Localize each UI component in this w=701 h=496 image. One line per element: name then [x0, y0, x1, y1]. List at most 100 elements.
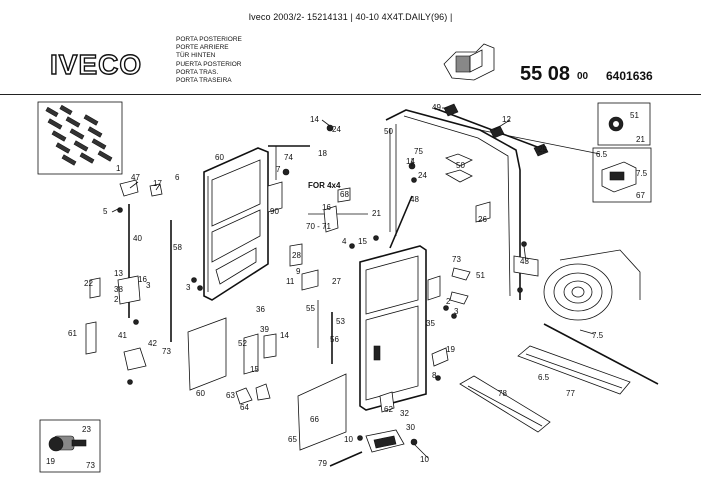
callout-90: 90 [270, 207, 279, 216]
inset-callout: 21 [636, 135, 645, 144]
callout-10: 10 [344, 435, 353, 444]
callout-43: 43 [520, 257, 529, 266]
callout-36: 36 [256, 305, 265, 314]
callout-50: 50 [384, 127, 393, 136]
callout-55: 55 [306, 304, 315, 313]
subgroup-number: 00 [577, 71, 589, 82]
part-description-list: PORTA POSTERIORE PORTE ARRIERE TÜR HINTE… [176, 36, 242, 85]
trim-panels [187, 317, 405, 453]
callout-51: 51 [476, 271, 485, 280]
callout-49: 49 [432, 103, 441, 112]
callout-77: 7.5 [592, 331, 604, 340]
inset-callout: 1 [116, 164, 121, 173]
callout-21: 21 [372, 209, 381, 218]
callout-32: 73 [452, 255, 461, 264]
callout-19: 19 [446, 345, 455, 354]
inset-callout: 19 [46, 457, 55, 466]
callout-13: 13 [114, 269, 123, 278]
callout-3c: 3 [454, 307, 459, 316]
drawing-part-number: 6401636 [606, 69, 653, 83]
callout-62: 10 [420, 455, 429, 464]
callout-30: 62 [384, 405, 393, 414]
callout-80: 78 [498, 389, 507, 398]
leader-lines [111, 107, 595, 459]
callout-27: 27 [332, 277, 341, 286]
inset-hinge-pin: 51 21 [597, 102, 651, 146]
callout-24: 24 [332, 125, 341, 134]
callout-66: 66 [310, 415, 319, 424]
callout-labels: 47 5 17 6 40 58 60 74 14 24 18 7 90 FOR … [68, 103, 604, 468]
callout-70-71: 70 - 71 [306, 222, 331, 231]
callout-52: 52 [238, 339, 247, 348]
left-door-inner-frame [203, 147, 269, 301]
callout-63: 63 [226, 391, 235, 400]
callout-16b: 16 [138, 275, 147, 284]
inset-callout: 6.5 [596, 150, 608, 159]
callout-7: 7 [276, 165, 281, 174]
callout-14: 14 [310, 115, 319, 124]
header-divider [0, 94, 701, 96]
callout-65: 65 [288, 435, 297, 444]
callout-68: 68 [340, 190, 349, 199]
rods-and-rails [128, 107, 659, 467]
description-es: PUERTA POSTERIOR [176, 60, 242, 68]
inset-lamp: 6.5 7.5 67 [592, 147, 652, 203]
step-boards [459, 345, 631, 433]
callout-40: 40 [133, 234, 142, 243]
callout-11: 11 [286, 277, 295, 286]
callout-12: 12 [502, 115, 511, 124]
inset-callout: 67 [636, 191, 645, 200]
callout-50b: 50 [456, 161, 465, 170]
callout-8: 8 [432, 371, 437, 380]
callout-18: 18 [318, 149, 327, 158]
callout-56: 56 [330, 335, 339, 344]
description-pt: PORTA TRAS. [176, 68, 219, 76]
callout-41: 41 [118, 331, 127, 340]
callout-58: 58 [173, 243, 182, 252]
callout-for-4x4: FOR 4x4 [308, 181, 341, 190]
callout-29: 29 [538, 145, 547, 154]
callout-79: 77 [566, 389, 575, 398]
callout-61b: 79 [318, 459, 327, 468]
inset-bolts: 1 [37, 101, 123, 175]
callout-74: 74 [284, 153, 293, 162]
description-br: PORTA TRASEIRA [176, 77, 232, 85]
callout-6: 6 [175, 173, 180, 182]
callout-5: 5 [103, 207, 108, 216]
callout-44: 30 [406, 423, 415, 432]
callout-22: 22 [84, 279, 93, 288]
callout-3: 3 [186, 283, 191, 292]
callout-3b: 3 [146, 281, 151, 290]
iveco-logo: IVECO [49, 48, 143, 80]
callout-24b: 24 [418, 171, 427, 180]
callout-73: 73 [162, 347, 171, 356]
callout-64: 64 [240, 403, 249, 412]
callout-14c: 14 [406, 157, 415, 166]
inset-callout: 23 [82, 425, 91, 434]
callout-4: 4 [342, 237, 347, 246]
inset-lock-cylinder: 23 19 73 [39, 419, 101, 473]
callout-42: 42 [148, 339, 157, 348]
inset-callout: 51 [630, 111, 639, 120]
callout-28: 28 [292, 251, 301, 260]
callout-17: 17 [153, 179, 162, 188]
inset-callout: 7.5 [636, 169, 648, 178]
callout-39: 39 [260, 325, 269, 334]
callout-75: 75 [414, 147, 423, 156]
callout-60: 60 [215, 153, 224, 162]
callout-15: 15 [358, 237, 367, 246]
callout-48: 48 [410, 195, 419, 204]
description-de: TÜR HINTEN [176, 52, 216, 60]
callout-26b: 32 [400, 409, 409, 418]
callout-47: 47 [131, 173, 140, 182]
description-it: PORTA POSTERIORE [176, 36, 242, 43]
callout-14b: 14 [280, 331, 289, 340]
rear-wheel [543, 249, 641, 321]
callout-78: 6.5 [538, 373, 550, 382]
document-title: Iveco 2003/2- 15214131 | 40-10 4X4T.DAIL… [248, 12, 453, 22]
callout-53: 53 [336, 317, 345, 326]
group-number: 55 08 [520, 63, 571, 85]
inset-callout: 73 [86, 461, 95, 470]
callout-61: 61 [68, 329, 77, 338]
callout-16: 16 [322, 203, 331, 212]
